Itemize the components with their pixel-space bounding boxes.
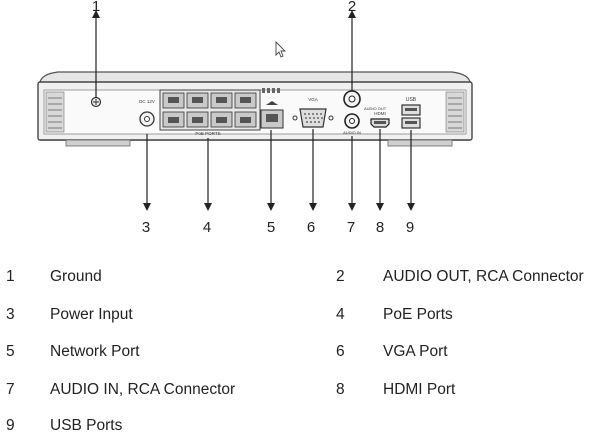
audio-out-label: AUDIO OUT <box>364 106 387 111</box>
ground-screw-icon <box>90 96 102 108</box>
callout-8: 8 <box>376 219 384 236</box>
indicator-pins-icon <box>262 88 280 93</box>
poe-ports-label: PoE PORTS <box>195 131 220 136</box>
callout-1: 1 <box>92 0 100 15</box>
hdmi-label: HDMI <box>374 111 386 116</box>
callout-4: 4 <box>203 219 211 236</box>
usb-ports-icon: USB <box>401 97 421 129</box>
vga-port-icon: VGA <box>292 97 334 128</box>
network-port-icon <box>260 101 284 129</box>
vga-label: VGA <box>308 97 318 102</box>
audio-out-rca-icon: AUDIO OUT <box>343 90 387 111</box>
audio-in-label: AUDIO IN <box>343 130 361 135</box>
right-vent-icon <box>445 91 465 133</box>
callout-6: 6 <box>307 219 315 236</box>
audio-in-rca-icon: AUDIO IN <box>343 113 361 135</box>
callout-5: 5 <box>267 219 275 236</box>
callout-lines <box>92 10 415 211</box>
callout-2: 2 <box>348 0 356 15</box>
callout-9: 9 <box>406 219 414 236</box>
dc-input-label: DC 12V <box>139 99 155 104</box>
usb-label: USB <box>406 97 417 103</box>
hdmi-port-icon: HDMI <box>370 111 390 128</box>
mouse-cursor-icon <box>275 40 287 58</box>
callout-3: 3 <box>142 219 150 236</box>
poe-ports-icon: PoE PORTS <box>159 89 261 136</box>
power-input-icon: DC 12V <box>139 99 155 127</box>
left-vent-icon <box>45 91 65 133</box>
callout-7: 7 <box>347 219 355 236</box>
